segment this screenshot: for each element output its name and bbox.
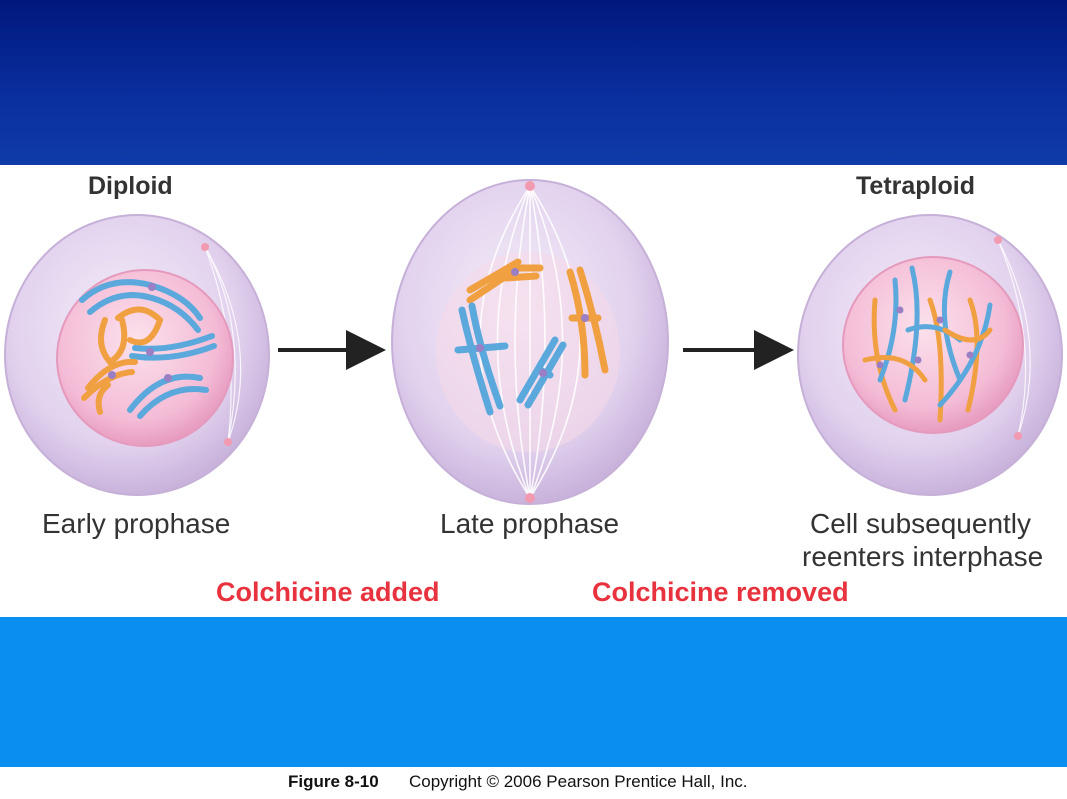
chromosomes-diploid	[79, 279, 217, 419]
chromosomes-late-prophase	[454, 258, 609, 416]
colchicine-removed-label: Colchicine removed	[592, 577, 849, 607]
diploid-heading: Diploid	[88, 172, 173, 200]
reenters-label-line1: Cell subsequently	[810, 508, 1032, 539]
copyright-text: Copyright © 2006 Pearson Prentice Hall, …	[409, 772, 748, 791]
spindle-fibers	[479, 185, 581, 499]
caption-bar	[0, 767, 1067, 799]
late-prophase-label: Late prophase	[440, 508, 620, 539]
bottom-band	[0, 617, 1067, 767]
cell-early-prophase	[4, 214, 270, 496]
reenters-label-line2: reenters interphase	[802, 541, 1044, 572]
colchicine-added-label: Colchicine added	[216, 577, 440, 607]
chromosomes-tetraploid	[862, 265, 993, 423]
early-prophase-label: Early prophase	[42, 508, 231, 539]
figure-number: Figure 8-10	[288, 772, 379, 791]
cell-late-prophase	[391, 179, 669, 505]
top-band	[0, 0, 1067, 165]
tetraploid-heading: Tetraploid	[856, 172, 975, 200]
cell-tetraploid	[797, 214, 1063, 496]
